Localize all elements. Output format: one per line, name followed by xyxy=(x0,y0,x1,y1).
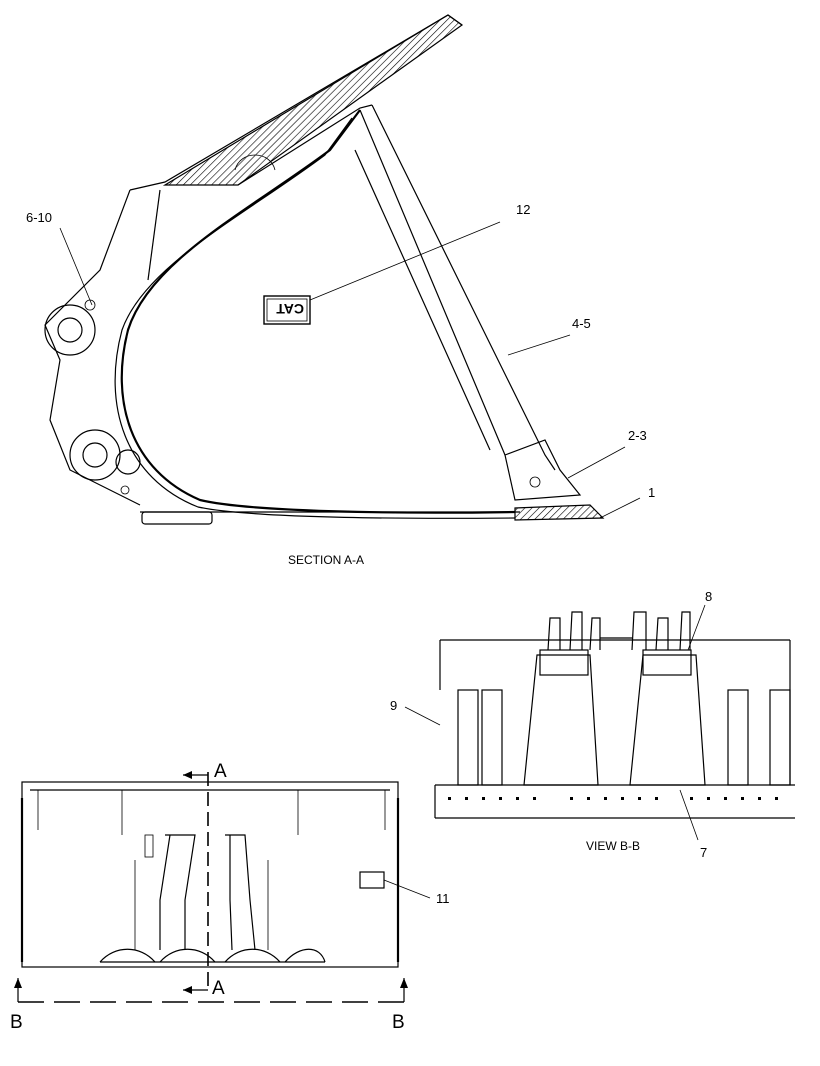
cutting-edge-hatched xyxy=(514,504,605,521)
callout-7: 7 xyxy=(700,845,707,860)
bucket-shell-curve xyxy=(120,109,516,514)
section-marker-a-bottom: A xyxy=(212,978,225,999)
cat-logo-decal xyxy=(263,295,311,325)
cat-logo-text: CAT xyxy=(276,301,304,317)
callout-12: 12 xyxy=(516,202,530,217)
callout-8: 8 xyxy=(705,589,712,604)
spill-plate-hatched xyxy=(162,14,464,186)
bolt-holes xyxy=(448,797,778,800)
section-marker-b-right: B xyxy=(392,1012,405,1033)
caption-section-a-a: SECTION A-A xyxy=(288,553,364,567)
callout-1: 1 xyxy=(648,485,655,500)
leader-4-5 xyxy=(507,334,571,356)
leader-8 xyxy=(687,604,706,651)
view-b-b xyxy=(404,604,795,841)
callout-6-10: 6-10 xyxy=(26,210,52,225)
caption-view-b-b: VIEW B-B xyxy=(586,839,640,853)
plan-view xyxy=(14,771,431,1003)
section-a-a-view xyxy=(44,14,641,525)
upper-pin-boss xyxy=(44,304,96,356)
leader-11 xyxy=(383,879,431,899)
part-11-box xyxy=(359,871,385,889)
callout-9: 9 xyxy=(390,698,397,713)
section-marker-b-left: B xyxy=(10,1012,23,1033)
callout-11: 11 xyxy=(436,891,450,906)
lower-pin-boss xyxy=(69,429,121,481)
leader-2-3 xyxy=(567,446,626,479)
leader-9 xyxy=(404,706,441,726)
leader-1 xyxy=(599,497,641,519)
leader-12 xyxy=(309,221,501,301)
leader-6-10 xyxy=(59,227,93,306)
callout-2-3: 2-3 xyxy=(628,428,647,443)
leader-7 xyxy=(679,789,699,841)
section-marker-a-top: A xyxy=(214,761,227,782)
callout-4-5: 4-5 xyxy=(572,316,591,331)
